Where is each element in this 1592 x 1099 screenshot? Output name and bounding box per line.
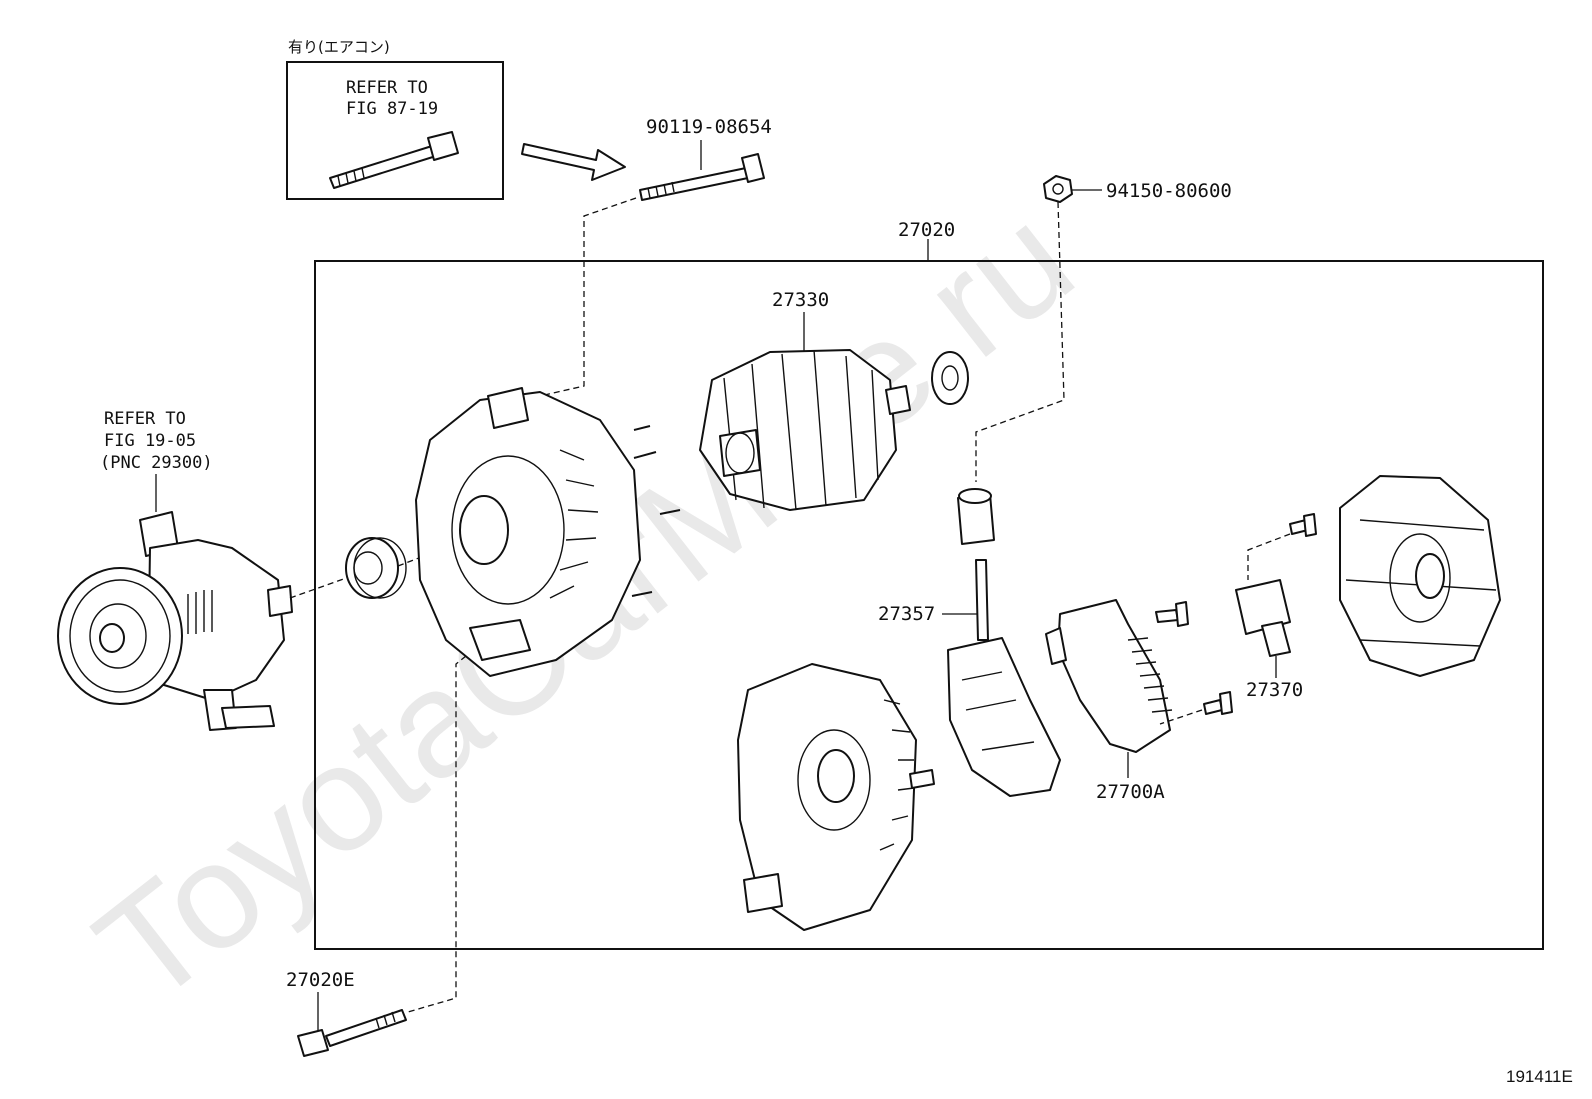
nut-icon [1043, 175, 1073, 203]
aircon-note: 有り(エアコン) [288, 38, 390, 56]
rear-end-frame-icon [737, 663, 935, 931]
refer-pump-line1: REFER TO [104, 409, 186, 429]
collar-icon [957, 488, 995, 545]
refer-pump-line2: FIG 19-05 [104, 431, 196, 451]
bearing-icon [345, 537, 407, 599]
label-27700A[interactable]: 27700A [1096, 781, 1165, 803]
refer-bolt-icon [329, 131, 459, 189]
arrow-icon [521, 143, 626, 181]
refer-box [286, 61, 504, 200]
refer-bolt-line1: REFER TO [346, 78, 428, 98]
label-27020[interactable]: 27020 [898, 219, 955, 241]
vacuum-pump-icon [57, 511, 293, 731]
label-27370[interactable]: 27370 [1246, 679, 1303, 701]
label-90119-08654[interactable]: 90119-08654 [646, 116, 772, 138]
terminal-cover-icon [1235, 579, 1291, 657]
rotor-icon [699, 349, 911, 511]
label-94150-80600[interactable]: 94150-80600 [1106, 180, 1232, 202]
bolt-bottom-icon [297, 1009, 407, 1057]
screw-icon [1155, 513, 1317, 715]
regulator-icon [1045, 599, 1173, 753]
label-27357[interactable]: 27357 [878, 603, 935, 625]
label-27330[interactable]: 27330 [772, 289, 829, 311]
seal-ring-icon [931, 351, 969, 405]
brush-holder-icon [947, 559, 1061, 797]
drive-end-frame-icon [415, 387, 681, 677]
label-27020E[interactable]: 27020E [286, 969, 355, 991]
bolt-top-icon [639, 153, 765, 201]
refer-pump-line3: (PNC 29300) [100, 453, 213, 473]
figure-code: 191411E [1506, 1067, 1573, 1086]
assembly-frame [314, 260, 1544, 950]
rear-cover-icon [1339, 475, 1501, 677]
refer-bolt-line2: FIG 87-19 [346, 99, 438, 119]
